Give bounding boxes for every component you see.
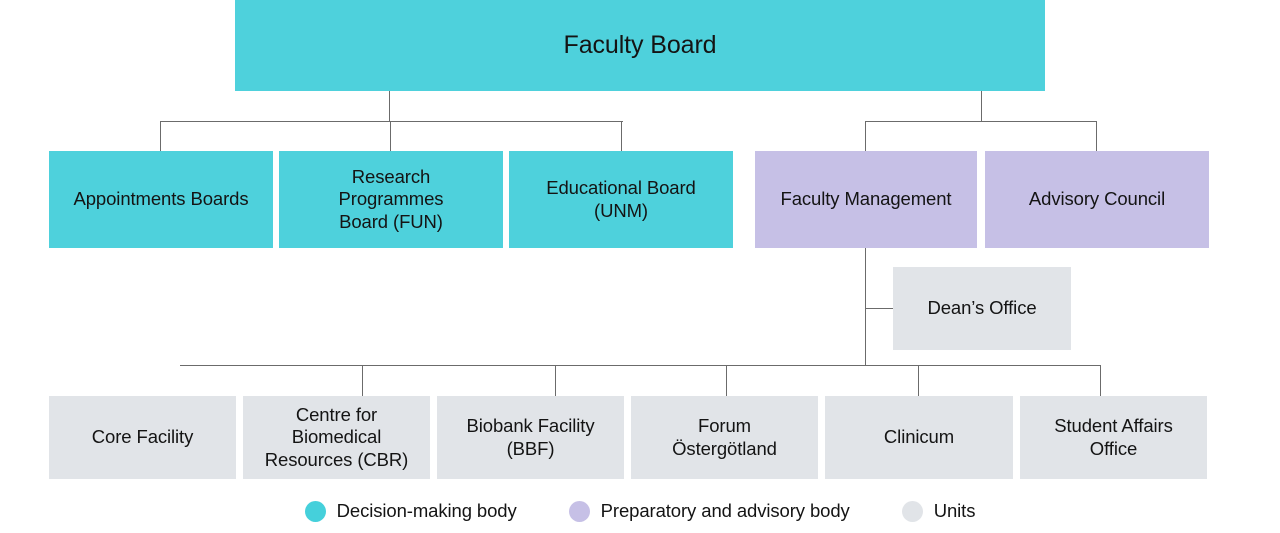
legend-swatch-units-icon: [901, 500, 923, 522]
legend-swatch-preparatory-advisory-icon: [568, 500, 590, 522]
node-centre-for-biomedical-resources[interactable]: Centre for Biomedical Resources (CBR): [243, 396, 430, 479]
connector-drop-appointments-boards: [160, 121, 162, 151]
legend-label-units: Units: [933, 500, 976, 521]
node-research-programmes-board-label: Research Programmes Board (FUN): [338, 165, 444, 232]
connector-root-left-drop: [389, 91, 391, 122]
node-research-programmes-board[interactable]: Research Programmes Board (FUN): [279, 151, 503, 248]
connector-stub-deans-office: [865, 308, 893, 310]
node-biobank-facility-label: Biobank Facility (BBF): [466, 414, 595, 459]
node-faculty-board[interactable]: Faculty Board: [235, 0, 1045, 91]
legend-item-preparatory-advisory: Preparatory and advisory body: [568, 500, 850, 522]
connector-root-right-drop: [981, 91, 983, 122]
connector-drop-clinicum: [918, 365, 920, 396]
node-faculty-management[interactable]: Faculty Management: [755, 151, 977, 248]
node-deans-office-label: Dean’s Office: [927, 297, 1037, 319]
connector-units-bus: [180, 365, 1101, 367]
node-centre-for-biomedical-resources-label: Centre for Biomedical Resources (CBR): [264, 403, 409, 470]
node-core-facility[interactable]: Core Facility: [49, 396, 236, 479]
node-appointments-boards-label: Appointments Boards: [73, 188, 249, 210]
node-core-facility-label: Core Facility: [91, 426, 194, 448]
connector-drop-educational-board: [621, 121, 623, 151]
legend-item-units: Units: [901, 500, 976, 522]
node-faculty-board-label: Faculty Board: [563, 31, 717, 60]
node-clinicum-label: Clinicum: [883, 426, 955, 448]
connector-drop-faculty-management: [865, 121, 867, 151]
node-student-affairs-office[interactable]: Student Affairs Office: [1020, 396, 1207, 479]
node-advisory-council-label: Advisory Council: [1028, 188, 1166, 210]
node-biobank-facility[interactable]: Biobank Facility (BBF): [437, 396, 624, 479]
connector-drop-advisory-council: [1096, 121, 1098, 151]
connector-drop-cbr: [362, 365, 364, 396]
connector-faculty-management-trunk: [865, 248, 867, 366]
legend-swatch-decision-making-icon: [304, 500, 326, 522]
connector-left-bus: [160, 121, 623, 123]
node-clinicum[interactable]: Clinicum: [825, 396, 1013, 479]
node-deans-office[interactable]: Dean’s Office: [893, 267, 1071, 350]
node-advisory-council[interactable]: Advisory Council: [985, 151, 1209, 248]
node-forum-ostergotland-label: Forum Östergötland: [672, 414, 777, 459]
connector-drop-forum-ostergotland: [726, 365, 728, 396]
node-educational-board[interactable]: Educational Board (UNM): [509, 151, 733, 248]
legend-label-decision-making: Decision-making body: [336, 500, 517, 521]
connector-drop-research-programmes-board: [390, 121, 392, 151]
legend-item-decision-making: Decision-making body: [304, 500, 517, 522]
node-faculty-management-label: Faculty Management: [780, 188, 952, 210]
legend-label-preparatory-advisory: Preparatory and advisory body: [600, 500, 850, 521]
connector-drop-student-affairs-office: [1100, 365, 1102, 396]
node-appointments-boards[interactable]: Appointments Boards: [49, 151, 273, 248]
node-forum-ostergotland[interactable]: Forum Östergötland: [631, 396, 818, 479]
connector-drop-biobank-facility: [555, 365, 557, 396]
connector-right-bus: [865, 121, 1097, 123]
node-educational-board-label: Educational Board (UNM): [546, 176, 696, 221]
legend: Decision-making body Preparatory and adv…: [0, 500, 1280, 522]
node-student-affairs-office-label: Student Affairs Office: [1054, 414, 1173, 459]
